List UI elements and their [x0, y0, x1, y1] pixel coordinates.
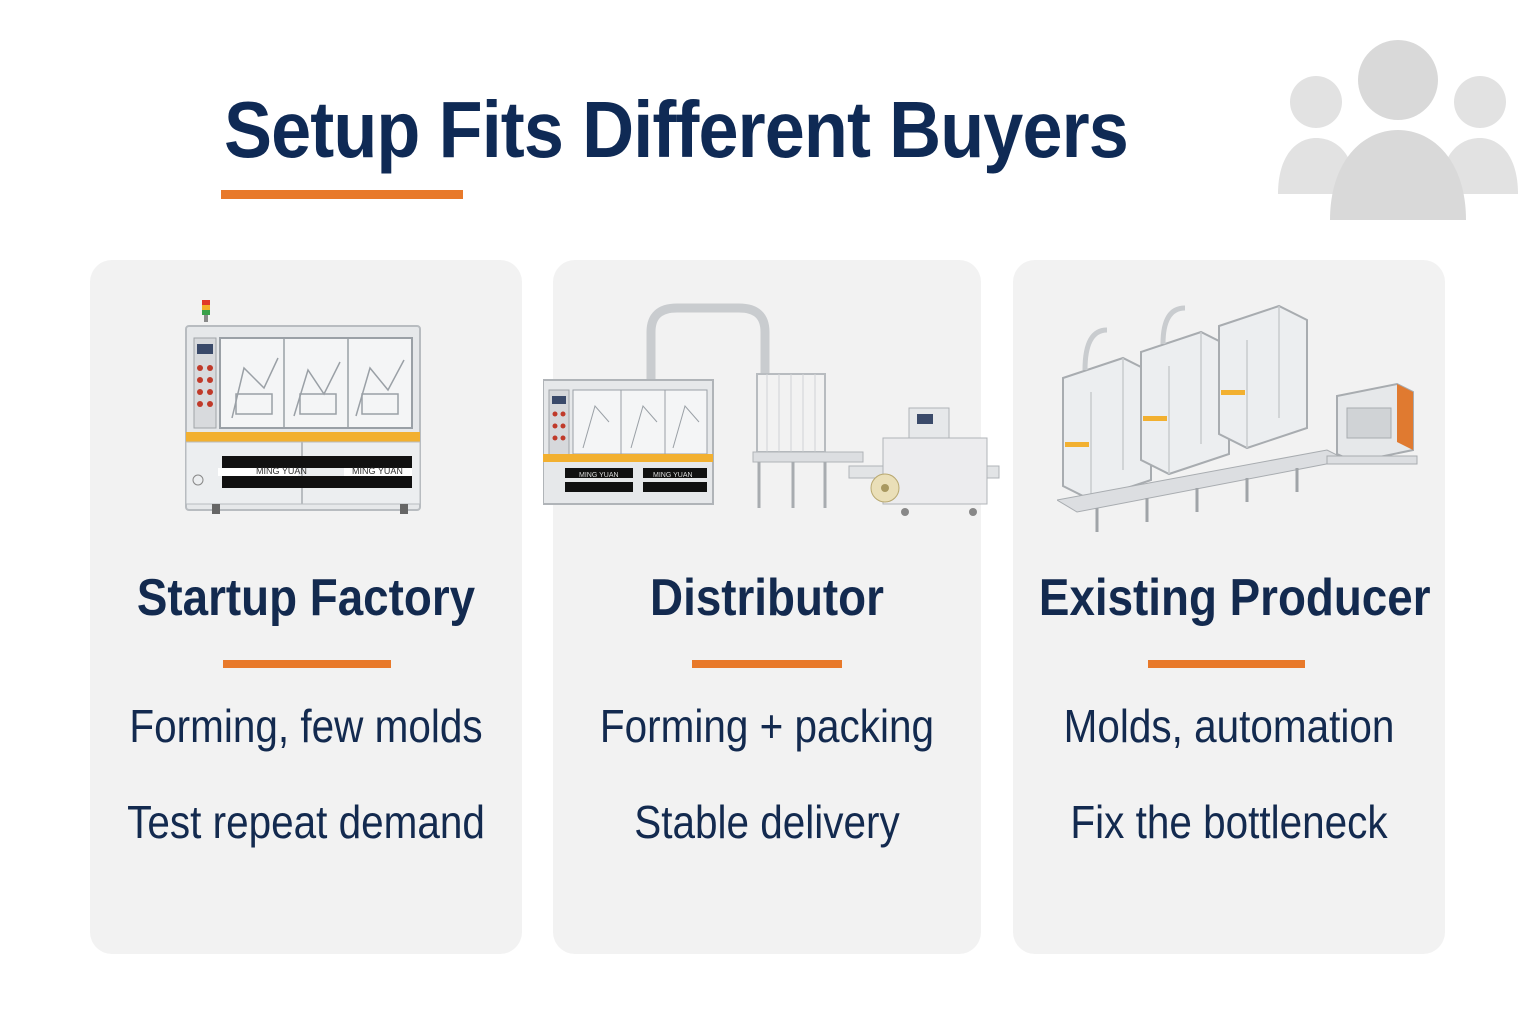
cup-forming-machine-image: MING YUAN MING YUAN: [185, 300, 421, 514]
users-group-icon: [1278, 40, 1518, 220]
brand-label: MING YUAN: [352, 466, 403, 476]
card-startup-factory: MING YUAN MING YUAN Startup Factory Form…: [90, 260, 522, 954]
card-line: Stable delivery: [634, 796, 900, 848]
forming-packing-line-image: MING YUAN MING YUAN: [543, 303, 1000, 516]
card-line: Fix the bottleneck: [1070, 796, 1388, 848]
card-distributor: MING YUAN MING YUAN Distributor Forming …: [543, 260, 1000, 954]
page-title: Setup Fits Different Buyers: [224, 85, 1129, 174]
title-underline: [221, 190, 463, 199]
brand-label: MING YUAN: [579, 472, 619, 479]
card-line: Forming + packing: [599, 700, 935, 752]
card-existing-producer: Existing Producer Molds, automation Fix …: [1013, 260, 1445, 954]
card-title: Distributor: [650, 569, 884, 627]
brand-label: MING YUAN: [256, 466, 307, 476]
card-line: Forming, few molds: [129, 700, 483, 752]
card-rule: [223, 660, 391, 668]
brand-label: MING YUAN: [653, 472, 693, 479]
card-line: Test repeat demand: [127, 796, 485, 848]
card-rule: [1148, 660, 1305, 668]
card-title: Startup Factory: [136, 569, 476, 627]
automated-line-image: [1057, 304, 1418, 532]
card-rule: [692, 660, 842, 668]
card-line: Molds, automation: [1063, 700, 1395, 752]
card-title: Existing Producer: [1038, 569, 1431, 627]
